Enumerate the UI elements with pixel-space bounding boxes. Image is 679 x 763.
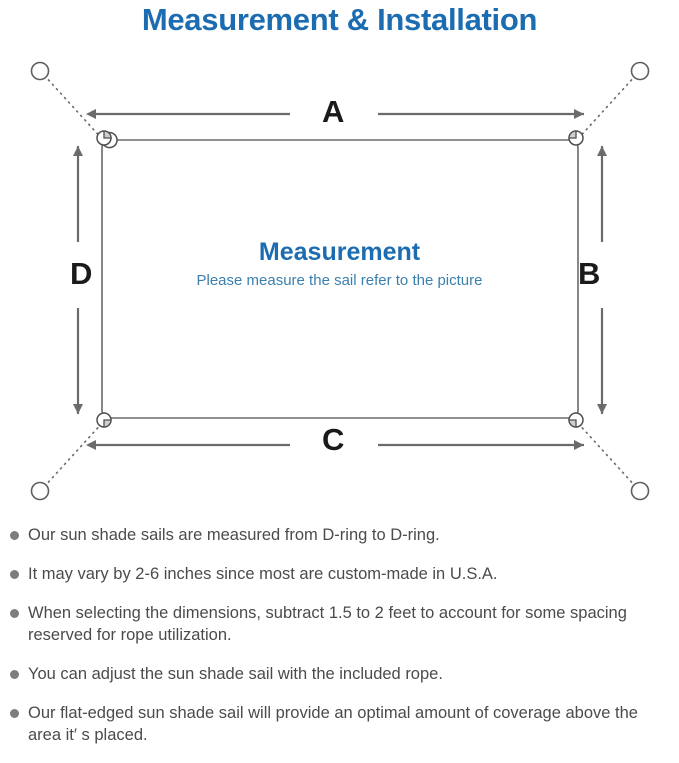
note-text: Our flat-edged sun shade sail will provi… [28, 704, 638, 744]
dimension-label-b: B [578, 256, 601, 291]
measurement-heading: Measurement [258, 238, 421, 266]
note-text: Our sun shade sails are measured from D-… [28, 526, 440, 544]
sail-body [101, 139, 579, 419]
measurement-text-block: Measurement Please measure the sail refe… [0, 236, 679, 292]
note-text: When selecting the dimensions, subtract … [28, 604, 627, 644]
page-title: Measurement & Installation [141, 2, 538, 37]
dimension-label-c: C [322, 422, 345, 457]
rope-line-top-right [575, 74, 637, 142]
bullet-icon [10, 709, 19, 718]
anchor-point-bottom-right [630, 481, 650, 501]
note-text: It may vary by 2-6 inches since most are… [28, 565, 498, 583]
measurement-subtitle: Please measure the sail refer to the pic… [196, 272, 483, 289]
d-ring-lobe-bottom-left [103, 419, 112, 428]
list-item: It may vary by 2-6 inches since most are… [0, 563, 679, 585]
anchor-point-top-left [30, 61, 50, 81]
rope-line-top-left [43, 74, 105, 142]
notes-list: Our sun shade sails are measured from D-… [0, 524, 679, 763]
bullet-icon [10, 531, 19, 540]
list-item: Our sun shade sails are measured from D-… [0, 524, 679, 546]
list-item: Our flat-edged sun shade sail will provi… [0, 702, 679, 746]
dimension-label-d: D [70, 256, 93, 291]
d-ring-lobe-top-left [103, 130, 112, 139]
anchor-points [30, 61, 650, 501]
rope-line-bottom-left [43, 420, 105, 488]
anchor-point-bottom-left [30, 481, 50, 501]
rope-line-bottom-right [575, 420, 637, 488]
anchor-point-top-right [630, 61, 650, 81]
list-item: You can adjust the sun shade sail with t… [0, 663, 679, 685]
bullet-icon [10, 570, 19, 579]
diagram-svg [30, 61, 650, 501]
d-ring-lobes [103, 130, 577, 428]
d-ring-lobe-top-right [568, 130, 577, 139]
shade-sail-measurement-diagram: A B C D Measurement Please measure the s… [0, 46, 679, 516]
note-text: You can adjust the sun shade sail with t… [28, 665, 443, 683]
dimension-label-a: A [322, 94, 345, 129]
d-ring-lobe-bottom-right [568, 419, 577, 428]
rope-lines [43, 74, 637, 488]
list-item: When selecting the dimensions, subtract … [0, 602, 679, 646]
bullet-icon [10, 670, 19, 679]
bullet-icon [10, 609, 19, 618]
